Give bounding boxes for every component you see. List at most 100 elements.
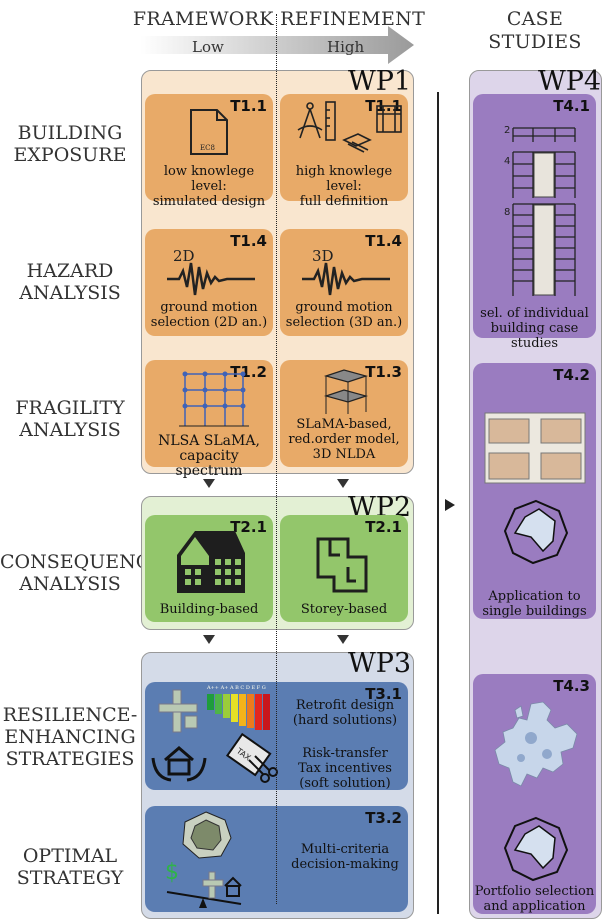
caption-line: full definition	[299, 194, 389, 209]
caption-line: 3D NLDA	[312, 447, 376, 462]
row-label-hazard-analysis: HAZARD ANALYSIS	[0, 260, 140, 304]
task-caption: low knowlege level: simulated design	[145, 164, 273, 209]
row-label-line: EXPOSURE	[13, 144, 127, 166]
row-label-building-exposure: BUILDING EXPOSURE	[0, 122, 140, 166]
caption-line: sel. of individual	[480, 306, 589, 321]
task-t2-1-building: T2.1 Building-based	[145, 515, 273, 622]
caption-line: selection (3D an.)	[285, 315, 403, 330]
seismogram-icon	[302, 262, 390, 296]
caption-line: decision-making	[291, 857, 399, 872]
task-id: T4.2	[553, 366, 590, 384]
row-label-line: ANALYSIS	[19, 419, 121, 441]
energy-label-icon	[207, 694, 270, 730]
row-label-line: ANALYSIS	[19, 573, 121, 595]
floor-plan-icon	[316, 537, 368, 593]
caption-line: building case studies	[490, 321, 579, 351]
row-label-optimal-strategy: OPTIMAL STRATEGY	[0, 845, 140, 889]
risk-transfer-caption: Risk-transfer Tax incentives (soft solut…	[285, 746, 405, 791]
task-t2-1-storey: T2.1 Storey-based	[280, 515, 408, 622]
3d-model-icon	[323, 369, 369, 414]
caption-line: selection (2D an.)	[150, 315, 268, 330]
caption-line: NLSA SLaMA,	[158, 433, 260, 449]
caption-line: low knowlege level:	[163, 164, 255, 194]
task-t1-4-3d: T1.4 3D ground motion selection (3D an.)	[280, 229, 408, 336]
down-arrow-icon	[337, 479, 349, 488]
dimension-label: 2D	[173, 247, 195, 265]
down-arrow-icon	[203, 635, 215, 644]
caption-line: capacity spectrum	[175, 448, 243, 479]
fragility-polygon-icon	[503, 816, 569, 882]
task-caption: high knowlege level: full definition	[280, 164, 408, 209]
right-arrow-icon	[445, 499, 455, 511]
house-hands-icon	[151, 746, 207, 782]
caption-line: and application	[483, 899, 586, 914]
task-caption: Storey-based	[300, 602, 388, 617]
task-id: T1.4	[365, 232, 402, 250]
caption-line: Risk-transfer	[302, 746, 388, 761]
row-label-resilience-strategies: RESILIENCE- ENHANCING STRATEGIES	[0, 704, 140, 770]
row-label-line: ENHANCING	[4, 726, 136, 748]
retrofit-frame-icon	[158, 689, 198, 733]
infill-wall-icon	[484, 412, 586, 484]
low-label: Low	[192, 38, 224, 56]
balance-scale-icon	[166, 871, 242, 908]
caption-line: (soft solution)	[299, 776, 391, 791]
task-t1-2: T1.2 NLSA SLaMA, capacity spectrum	[145, 360, 273, 479]
caption-line: ground motion	[295, 300, 393, 315]
row-label-line: OPTIMAL	[22, 845, 118, 867]
case-studies-line2: STUDIES	[488, 31, 582, 53]
radar-chart-icon	[182, 811, 232, 859]
seismogram-icon	[167, 262, 255, 296]
task-caption: ground motion selection (3D an.)	[280, 300, 408, 330]
task-id: T2.1	[230, 518, 267, 536]
fragility-polygon-icon	[503, 499, 569, 565]
europe-map-icon	[494, 701, 578, 787]
row-label-consequence-analysis: CONSEQUENCE ANALYSIS	[0, 551, 164, 595]
refinement-arrow	[140, 26, 414, 64]
task-caption: sel. of individual building case studies	[473, 306, 596, 351]
down-arrow-icon	[203, 479, 215, 488]
dollar-sign-icon: $	[165, 860, 179, 885]
caption-line: SLaMA-based,	[296, 417, 392, 432]
row-label-fragility-analysis: FRAGILITY ANALYSIS	[0, 397, 140, 441]
task-id: T3.1	[365, 685, 402, 703]
task-caption: Building-based	[159, 602, 259, 617]
caption-line: Application to	[488, 589, 581, 604]
frame-model-icon	[179, 371, 249, 427]
energy-letters: A++ A+ A B C D E F G	[207, 685, 266, 691]
caption-line: Portfolio selection	[474, 884, 595, 899]
case-study-separator	[437, 92, 439, 914]
row-label-line: FRAGILITY	[15, 397, 125, 419]
caption-line: (hard solutions)	[292, 713, 398, 728]
retrofit-caption: Retrofit design (hard solutions)	[285, 698, 405, 728]
task-id: T4.3	[553, 677, 590, 695]
task-id: T3.2	[365, 809, 402, 827]
drafting-tools-icon	[297, 101, 402, 153]
storey-label-2: 2	[504, 125, 511, 136]
task-id: T1.3	[365, 363, 402, 381]
task-caption: ground motion selection (2D an.)	[145, 300, 273, 330]
wp4-title: WP4	[538, 66, 602, 97]
tax-scissors-icon	[225, 732, 278, 783]
mcda-caption: Multi-criteria decision-making	[285, 842, 405, 872]
down-arrow-icon	[337, 635, 349, 644]
task-id: T1.4	[230, 232, 267, 250]
row-label-line: RESILIENCE-	[2, 704, 138, 726]
framework-refinement-title: FRAMEWORK REFINEMENT	[132, 8, 426, 30]
task-t1-1-low: T1.1 EC8 low knowlege level: simulated d…	[145, 94, 273, 209]
row-label-line: STRATEGIES	[5, 748, 135, 770]
task-t4-1: T4.1 2 4 8 sel. of individual building c…	[473, 94, 596, 351]
task-caption: SLaMA-based, red.order model, 3D NLDA	[280, 417, 408, 462]
task-t1-4-2d: T1.4 2D ground motion selection (2D an.)	[145, 229, 273, 336]
storey-frames-icon	[512, 127, 576, 296]
task-t3-1: T3.1 A++ A+ A B C D E F G	[145, 682, 408, 791]
case-studies-line1: CASE	[506, 8, 564, 30]
case-studies-title: CASE STUDIES	[470, 8, 600, 54]
caption-line: Tax incentives	[298, 761, 392, 776]
task-id: T1.2	[230, 363, 267, 381]
dimension-label: 3D	[312, 247, 334, 265]
task-t1-1-high: T1.1 high knowlege level: full definitio…	[280, 94, 408, 209]
caption-line: Retrofit design	[295, 698, 395, 713]
caption-line: single buildings	[482, 604, 587, 619]
caption-line: simulated design	[152, 194, 266, 209]
